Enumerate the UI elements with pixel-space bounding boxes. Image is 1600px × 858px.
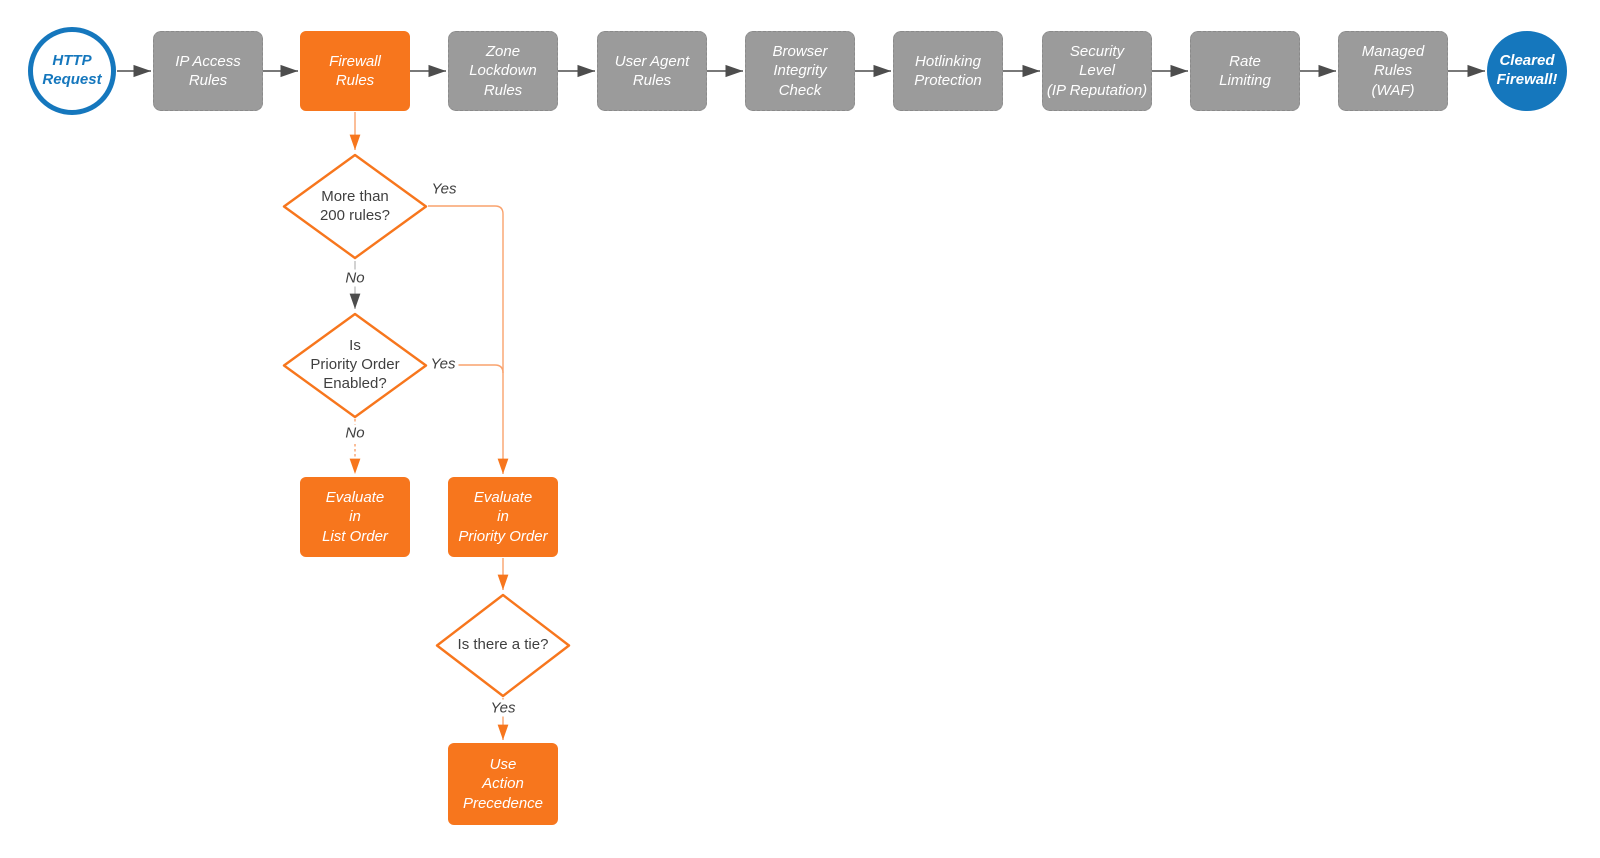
decision-more-than-200-rules: More than 200 rules? (282, 153, 428, 260)
action-evaluate-in-list-order: Evaluate in List Order (300, 477, 410, 557)
action-use-action-precedence: Use Action Precedence (448, 743, 558, 825)
pipeline-step-hotlinking-protection: Hotlinking Protection (893, 31, 1003, 111)
decision-label: More than 200 rules? (319, 187, 391, 224)
edge-label-no-priority-order: No (342, 424, 368, 442)
pipeline-step-managed-rules-waf: Managed Rules (WAF) (1338, 31, 1448, 111)
pipeline-step-zone-lockdown-rules: Zone Lockdown Rules (448, 31, 558, 111)
decision-is-there-a-tie: Is there a tie? (435, 593, 571, 698)
diamond-shape (282, 312, 428, 419)
pipeline-step-rate-limiting: Rate Limiting (1190, 31, 1300, 111)
edge-label-yes-tie: Yes (487, 699, 519, 717)
edge-label-yes-more-than-200: Yes (428, 180, 460, 198)
end-node-cleared-firewall: Cleared Firewall! (1487, 31, 1567, 111)
decision-priority-order-enabled: Is Priority Order Enabled? (282, 312, 428, 419)
decision-label: Is Priority Order Enabled? (310, 337, 400, 392)
edge-label-yes-priority-order: Yes (427, 355, 459, 373)
edge-label-no-more-than-200: No (342, 269, 368, 287)
decision-label: Is there a tie? (457, 636, 549, 654)
pipeline-step-firewall-rules: Firewall Rules (300, 31, 410, 111)
pipeline-step-ip-access-rules: IP Access Rules (153, 31, 263, 111)
diamond-shape (435, 593, 571, 698)
action-evaluate-in-priority-order: Evaluate in Priority Order (448, 477, 558, 557)
pipeline-step-browser-integrity-check: Browser Integrity Check (745, 31, 855, 111)
pipeline-step-user-agent-rules: User Agent Rules (597, 31, 707, 111)
start-node-http-request: HTTP Request (28, 27, 116, 115)
diamond-shape (282, 153, 428, 260)
pipeline-step-security-level: Security Level (IP Reputation) (1042, 31, 1152, 111)
